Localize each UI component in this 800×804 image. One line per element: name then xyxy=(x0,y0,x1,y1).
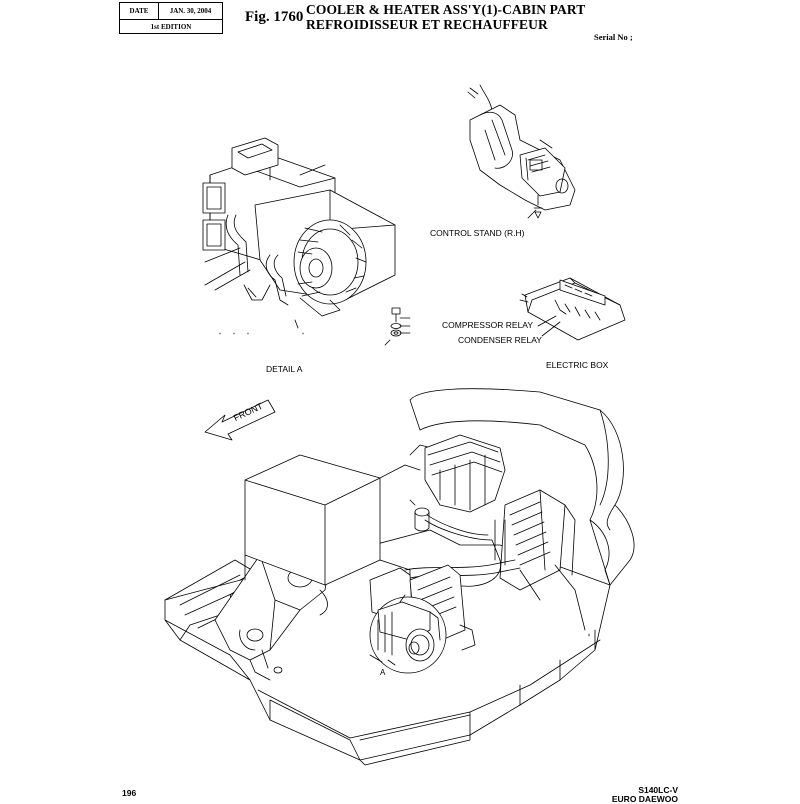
label-detail-a: DETAIL A xyxy=(266,364,303,374)
serial-number-label: Serial No ; xyxy=(594,32,633,42)
header-date-row: DATE JAN. 30, 2004 xyxy=(120,3,222,20)
title-english: COOLER & HEATER ASS'Y(1)-CABIN PART xyxy=(306,2,586,17)
date-value: JAN. 30, 2004 xyxy=(169,7,212,15)
brand-name: EURO DAEWOO xyxy=(611,794,678,804)
header-info-box: DATE JAN. 30, 2004 1st EDITION xyxy=(119,2,223,34)
label-callout-a: A xyxy=(380,668,386,677)
label-electric-box: ELECTRIC BOX xyxy=(546,360,609,370)
figure-number: Fig. 1760 xyxy=(245,9,304,25)
date-label: DATE xyxy=(120,3,159,19)
label-compressor-relay: COMPRESSOR RELAY xyxy=(442,320,534,330)
heater-unit-detail xyxy=(203,138,410,345)
electric-box xyxy=(520,278,625,340)
label-control-stand: CONTROL STAND (R.H) xyxy=(430,228,525,238)
edition-label: 1st EDITION xyxy=(150,23,192,31)
label-condenser-relay: CONDENSER RELAY xyxy=(458,335,542,345)
title-french: REFROIDISSEUR ET RECHAUFFEUR xyxy=(306,17,548,32)
front-arrow xyxy=(205,400,275,440)
page-number: 196 xyxy=(122,788,137,798)
machine-upper-frame xyxy=(165,389,634,765)
model-name: S140LC-V xyxy=(638,785,678,795)
control-stand xyxy=(468,85,575,218)
